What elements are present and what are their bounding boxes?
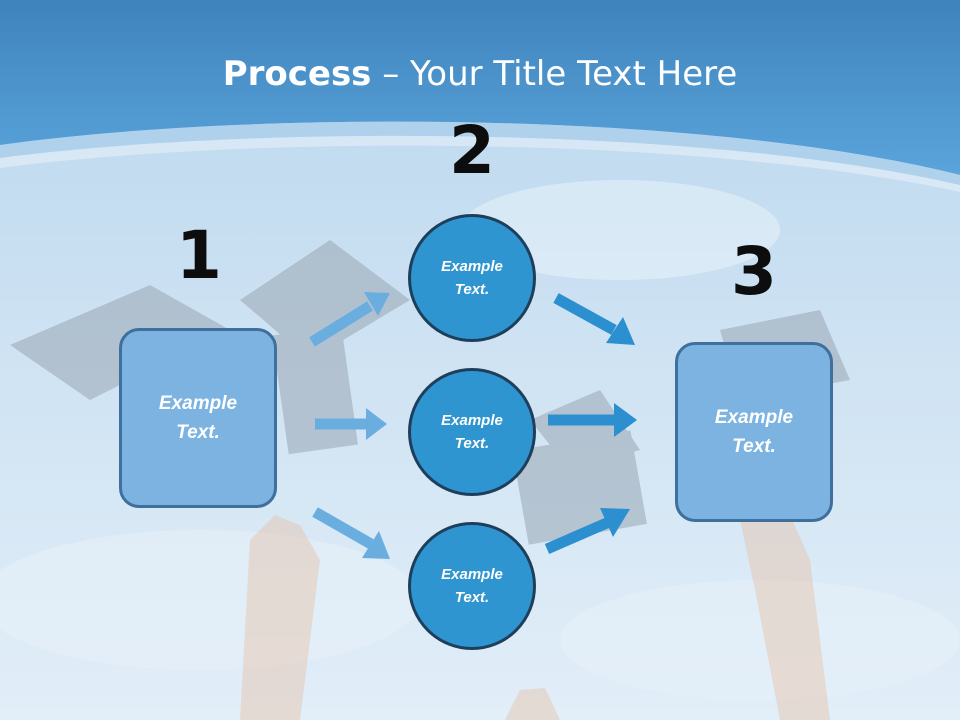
- step-number-1: 1: [176, 217, 222, 294]
- step-3-line2: Text.: [732, 436, 776, 457]
- title-rest: – Your Title Text Here: [371, 54, 738, 94]
- title-bold: Process: [222, 54, 372, 94]
- arrow-top-to-right: [553, 293, 635, 345]
- step-3-line1: Example: [714, 407, 794, 428]
- slide-title: Process – Your Title Text Here: [0, 52, 960, 96]
- step-number-2: 2: [449, 112, 495, 189]
- circle-bottom-line2: Text.: [454, 589, 490, 606]
- arrow-left-to-top: [309, 292, 390, 347]
- circle-top-line2: Text.: [454, 281, 490, 298]
- circle-bottom-line1: Example: [441, 566, 503, 583]
- arrow-bottom-to-right: [544, 508, 630, 555]
- step-number-3: 3: [731, 233, 777, 310]
- arrow-left-to-middle: [315, 408, 387, 440]
- step-3-text: Example Text.: [715, 403, 793, 461]
- step-3-box[interactable]: Example Text.: [675, 342, 833, 522]
- circle-middle-line1: Example: [441, 412, 503, 429]
- step-2-circle-bottom[interactable]: Example Text.: [408, 522, 536, 650]
- arrow-left-to-bottom: [312, 507, 390, 559]
- step-1-line2: Text.: [176, 422, 220, 443]
- step-1-box[interactable]: Example Text.: [119, 328, 277, 508]
- circle-top-line1: Example: [441, 258, 503, 275]
- step-1-text: Example Text.: [159, 389, 237, 447]
- step-1-line1: Example: [158, 393, 238, 414]
- step-2-circle-top[interactable]: Example Text.: [408, 214, 536, 342]
- arrow-middle-to-right: [548, 403, 637, 437]
- circle-middle-line2: Text.: [454, 435, 490, 452]
- step-2-circle-middle[interactable]: Example Text.: [408, 368, 536, 496]
